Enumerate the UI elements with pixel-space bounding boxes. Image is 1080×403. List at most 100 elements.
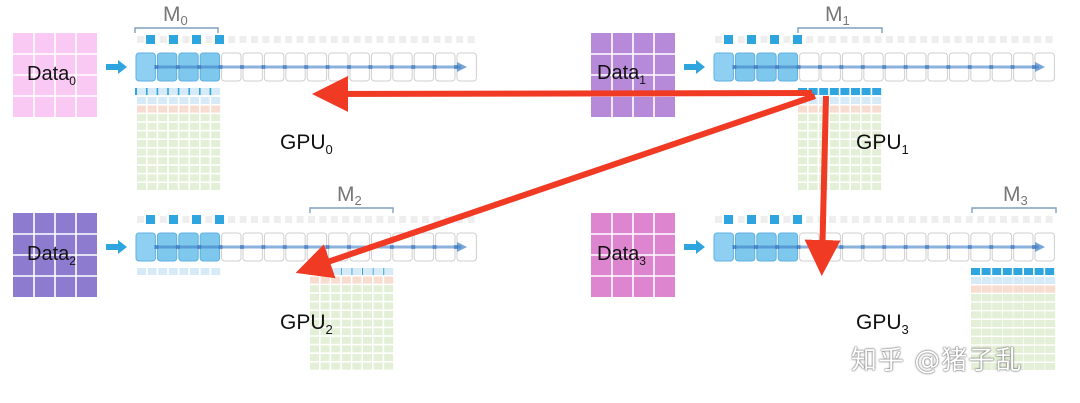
state-grid-cell <box>829 165 839 173</box>
strip-highlight-cell <box>215 35 224 44</box>
state-grid-cell <box>363 293 372 301</box>
state-grid-cell <box>211 183 221 190</box>
state-grid-cell <box>972 328 981 336</box>
strip-cell <box>920 216 928 223</box>
strip-cell <box>1045 216 1053 223</box>
state-grid-cell <box>851 140 860 147</box>
state-grid-cell <box>1014 345 1024 353</box>
state-grid-cell <box>363 276 372 284</box>
state-grid-cell <box>1003 328 1013 336</box>
state-grid-cell <box>341 319 351 327</box>
flow-dot <box>368 65 373 69</box>
state-grid-cell <box>1014 302 1024 310</box>
state-grid-cell <box>168 131 178 139</box>
flow-dot <box>175 245 180 249</box>
flow-dot <box>775 65 780 69</box>
state-grid-cell <box>993 302 1003 310</box>
optimizer-state-cell <box>137 88 146 95</box>
model-shard-bracket <box>971 207 1057 213</box>
strip-cell <box>863 216 871 223</box>
state-grid-cell <box>982 311 992 319</box>
state-grid-cell <box>168 174 178 182</box>
state-grid-cell <box>384 276 394 284</box>
strip-cell <box>296 216 304 223</box>
flow-dot <box>325 245 330 249</box>
state-grid-cell <box>373 328 383 336</box>
state-grid-cell <box>384 328 394 336</box>
strip-cell <box>422 36 429 43</box>
state-grid-cell <box>211 114 221 122</box>
state-grid-cell <box>798 105 807 113</box>
quadrant-1 <box>591 27 1055 190</box>
state-grid-cell <box>861 183 871 190</box>
state-grid-cell <box>168 105 178 113</box>
state-grid-cell <box>168 97 178 104</box>
layer-cell-active <box>135 232 156 262</box>
state-grid-cell <box>798 140 807 147</box>
shard-header-cell <box>1034 268 1044 275</box>
state-grid-cell <box>179 157 189 165</box>
strip-cell <box>715 36 722 43</box>
state-grid-cell <box>200 183 210 190</box>
state-grid-cell <box>384 285 394 293</box>
state-grid-cell <box>829 157 839 165</box>
strip-cell <box>874 216 882 223</box>
state-grid-cell <box>872 157 882 165</box>
state-grid-cell <box>872 105 882 113</box>
state-grid-cell <box>872 122 882 130</box>
strip-cell <box>829 36 836 43</box>
model-shard-bracket <box>797 27 883 33</box>
flow-dot <box>818 65 822 69</box>
state-grid-cell <box>829 148 839 156</box>
state-grid-cell <box>363 362 372 370</box>
state-grid-cell <box>1035 328 1045 336</box>
state-grid-cell <box>200 165 210 173</box>
layer-cell-active <box>713 232 734 262</box>
state-grid-cell <box>363 311 372 318</box>
state-grid-cell <box>352 319 362 327</box>
state-grid-cell <box>373 285 383 293</box>
flow-dot <box>1010 65 1015 69</box>
strip-cell <box>715 216 722 223</box>
shard-header-cell <box>1002 268 1012 275</box>
state-grid-cell <box>137 174 146 182</box>
state-grid-cell <box>1025 311 1034 319</box>
strip-cell <box>1045 36 1053 43</box>
model-shard-bracket <box>134 27 219 33</box>
state-grid-cell <box>352 354 362 361</box>
strip-cell <box>262 216 270 223</box>
model-shard-label-1: M1 <box>825 3 850 28</box>
state-grid-cell <box>158 183 168 190</box>
state-grid-cell <box>1046 285 1056 293</box>
state-grid-cell <box>808 157 818 165</box>
data-label-1: Data1 <box>597 62 646 87</box>
quadrant-0 <box>13 27 477 190</box>
state-grid-cell <box>320 354 330 361</box>
state-grid-cell <box>1025 337 1034 345</box>
state-grid-cell <box>840 105 850 113</box>
state-grid-cell <box>190 114 199 122</box>
state-grid-cell <box>861 148 871 156</box>
state-grid-cell <box>147 114 157 122</box>
state-grid-cell <box>851 165 860 173</box>
state-grid-cell <box>872 131 882 139</box>
strip-cell <box>965 36 973 43</box>
state-grid-cell <box>137 157 146 165</box>
state-grid-cell <box>872 114 882 122</box>
state-grid-cell <box>829 131 839 139</box>
strip-cell <box>319 36 327 43</box>
state-grid-cell <box>179 122 189 130</box>
state-grid-cell <box>137 97 146 104</box>
flow-dot <box>839 65 844 69</box>
state-grid-cell <box>158 122 168 130</box>
strip-cell <box>965 216 973 223</box>
flow-dot <box>389 65 394 69</box>
strip-cell <box>137 36 144 43</box>
flow-dot <box>347 245 351 249</box>
state-grid-cell <box>808 122 818 130</box>
state-grid-cell <box>993 328 1003 336</box>
state-grid-cell <box>363 328 372 336</box>
state-grid-cell <box>352 285 362 293</box>
state-grid-cell <box>798 183 807 190</box>
strip-cell <box>239 36 247 43</box>
